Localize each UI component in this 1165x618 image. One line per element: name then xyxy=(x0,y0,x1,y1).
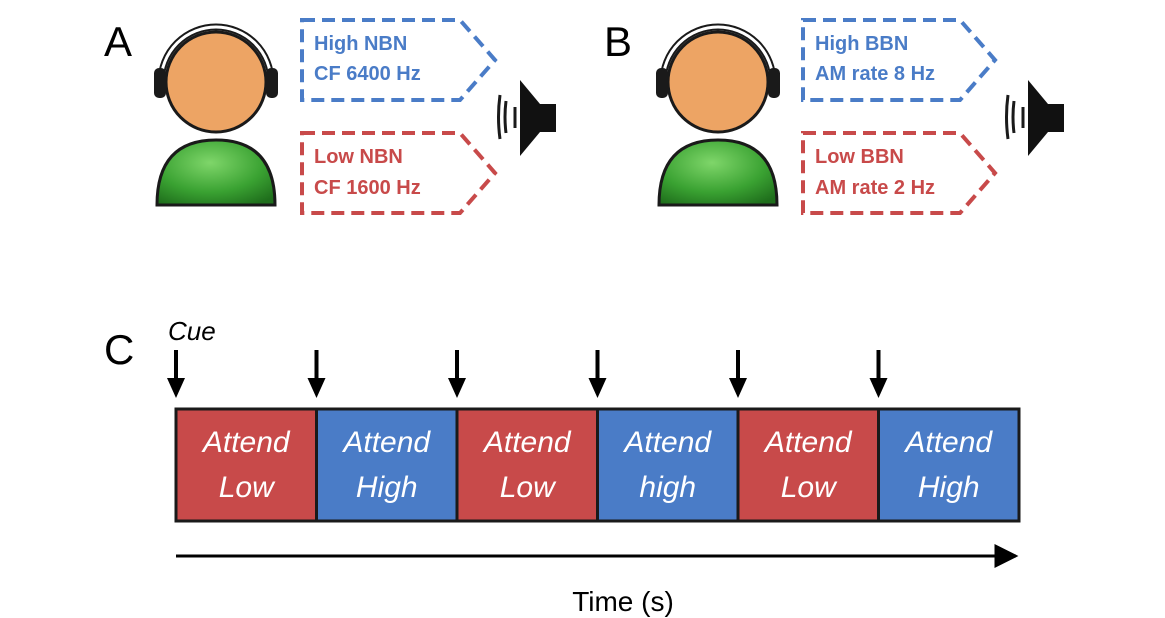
high-nbn-cf: CF 6400 Hz xyxy=(314,63,421,85)
segment-label: Low xyxy=(500,471,557,504)
low-nbn-cf: CF 1600 Hz xyxy=(314,177,421,199)
low-bbn-label: Low BBN AM rate 2 Hz xyxy=(801,131,998,215)
panel-a: A High NBN CF 6400 Hz Low NBN CF 1600 Hz xyxy=(104,18,556,215)
panel-letter-b: B xyxy=(604,18,632,65)
segment-block xyxy=(736,407,880,523)
loudspeaker-icon xyxy=(1005,80,1064,156)
segment-label: High xyxy=(918,471,980,504)
headphones-icon xyxy=(656,23,780,98)
segment-label: Attend xyxy=(201,426,291,459)
listener-icon xyxy=(154,23,278,207)
time-axis-label: Time (s) xyxy=(572,586,674,617)
segment-label: Attend xyxy=(903,426,993,459)
low-nbn-label: Low NBN CF 1600 Hz xyxy=(300,131,498,215)
low-bbn-am-rate: AM rate 2 Hz xyxy=(815,177,935,199)
listener-icon xyxy=(656,23,780,207)
down-arrow-icon xyxy=(448,350,466,398)
low-nbn-title: Low NBN xyxy=(314,146,403,168)
panel-b: B High BBN AM rate 8 Hz Low BBN AM rate … xyxy=(604,18,1064,215)
cue-arrows xyxy=(167,350,888,398)
segment-label: Low xyxy=(781,471,838,504)
high-bbn-am-rate: AM rate 8 Hz xyxy=(815,63,935,85)
cue-label: Cue xyxy=(168,316,216,346)
segment-block xyxy=(596,407,740,523)
panel-c: C Cue AttendLowAttendHighAttendLowAttend… xyxy=(104,316,1021,617)
segment-label: Attend xyxy=(622,426,712,459)
low-bbn-title: Low BBN xyxy=(815,146,904,168)
loudspeaker-icon xyxy=(497,80,556,156)
panel-letter-c: C xyxy=(104,326,134,373)
high-nbn-title: High NBN xyxy=(314,33,407,55)
high-bbn-label: High BBN AM rate 8 Hz xyxy=(801,18,998,102)
segment-label: Attend xyxy=(341,426,431,459)
down-arrow-icon xyxy=(729,350,747,398)
attend-segments: AttendLowAttendHighAttendLowAttendhighAt… xyxy=(174,407,1021,523)
down-arrow-icon xyxy=(307,350,326,398)
down-arrow-icon xyxy=(588,350,607,398)
high-nbn-label: High NBN CF 6400 Hz xyxy=(300,18,498,102)
high-bbn-title: High BBN xyxy=(815,33,908,55)
segment-block xyxy=(877,407,1021,523)
panel-letter-a: A xyxy=(104,18,132,65)
down-arrow-icon xyxy=(869,350,888,398)
down-arrow-icon xyxy=(167,350,185,398)
segment-label: High xyxy=(356,471,418,504)
segment-label: Attend xyxy=(763,426,853,459)
segment-label: Attend xyxy=(482,426,572,459)
attend-segment: Attend high xyxy=(596,407,740,523)
headphones-icon xyxy=(154,23,278,98)
segment-label: Low xyxy=(219,471,276,504)
segment-label: high xyxy=(639,471,696,504)
